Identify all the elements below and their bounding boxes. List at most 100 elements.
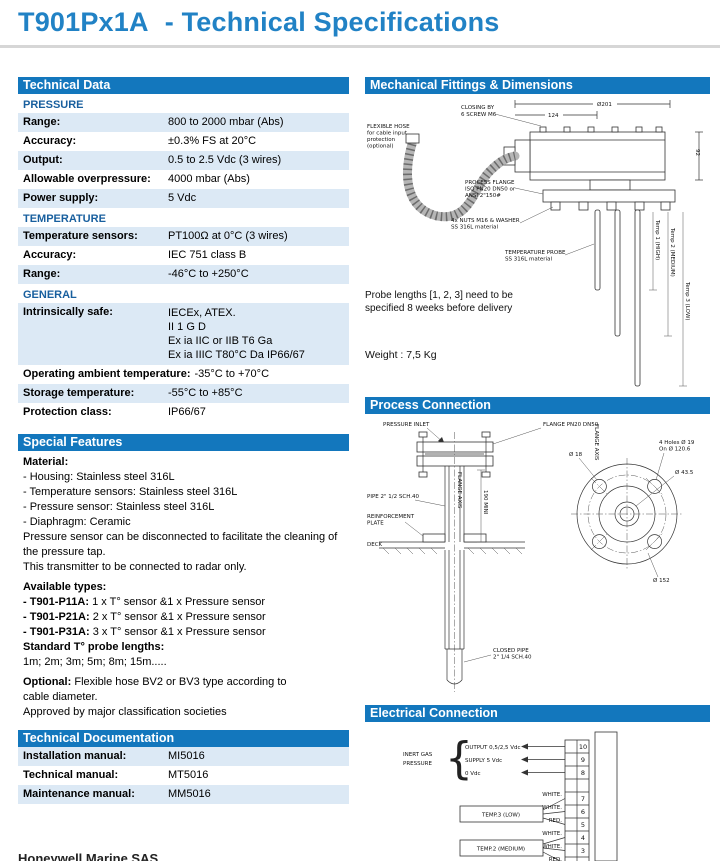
- terminal-number: 7: [581, 795, 585, 803]
- row-label: Accuracy:: [23, 249, 77, 261]
- terminal-number: 5: [581, 821, 585, 829]
- mechanical-drawing: Ø201 124 CLOSING BY 6 SCREW M6: [367, 100, 703, 387]
- hose-label-line: (optional): [367, 144, 394, 150]
- material-item: - Housing: Stainless steel 316L: [23, 471, 175, 483]
- cleaning-note: Pressure sensor can be disconnected to f…: [23, 531, 338, 558]
- pipe-section: FLANGE AXIS: [444, 432, 465, 692]
- reinforcement-label-line: PLATE: [367, 521, 384, 527]
- dim-diameter-label: Ø201: [597, 101, 612, 108]
- process-flange-section: [542, 179, 676, 211]
- process-flange-label: PROCESS FLANGE ISO PN20 DN50 or ANSI 2"1…: [465, 180, 544, 199]
- hose-label-line: for cable input: [367, 131, 408, 137]
- row-label: Allowable overpressure:: [23, 173, 151, 185]
- flange-top-view: [571, 458, 683, 570]
- closing-label-line: 6 SCREW M6: [461, 112, 497, 118]
- dimension-width: 124: [515, 111, 598, 119]
- row-label: Maintenance manual:: [23, 788, 135, 800]
- technical-documentation-header: Technical Documentation: [18, 730, 349, 747]
- type-item: - T901-P21A: 2 x T° sensor &1 x Pressure…: [23, 610, 349, 625]
- table-row: Range:-46°C to +250°C: [18, 265, 349, 284]
- reinforcement-label-line: REINFORCEMENT: [367, 514, 415, 520]
- electrical-connection-drawing: 10 9 8 7 6 5 4 3 2: [403, 731, 618, 861]
- type-desc: 2 x T° sensor &1 x Pressure sensor: [92, 611, 266, 623]
- special-features-header: Special Features: [18, 434, 349, 451]
- table-row: Protection class:IP66/67: [18, 403, 349, 422]
- table-row: Power supply:5 Vdc: [18, 189, 349, 208]
- type-model: - T901-P31A:: [23, 626, 90, 638]
- temp1-label: Temp 1 (HIGH): [654, 219, 660, 260]
- row-label: Range:: [23, 268, 61, 280]
- table-row: Accuracy: IEC 751 class B: [18, 246, 349, 265]
- wire-color-label: RED.: [549, 857, 563, 861]
- probe-note-line: Probe lengths [1, 2, 3] need to be: [365, 290, 513, 301]
- temperature-table: Temperature sensors: PT100Ω at 0°C (3 wir…: [18, 227, 349, 284]
- terminal-number: 9: [581, 756, 585, 764]
- type-model: - T901-P11A:: [23, 596, 90, 608]
- terminal-number: 10: [579, 743, 587, 751]
- hose-label-line: FLEXIBLE HOSE: [367, 124, 410, 130]
- probe-label-line: SS 316L material: [505, 257, 552, 263]
- row-label: Range:: [23, 116, 61, 128]
- temperature-probes: [594, 209, 641, 387]
- row-value: -35°C to +70°C: [194, 368, 270, 380]
- inert-gas-label-line: PRESSURE: [403, 761, 432, 767]
- flange-axis-label: FLANGE AXIS: [593, 424, 599, 461]
- reinforcement-label: REINFORCEMENT PLATE: [367, 514, 424, 537]
- radar-note: This transmitter to be connected to rada…: [23, 561, 247, 573]
- type-item: - T901-P31A: 3 x T° sensor &1 x Pressure…: [23, 625, 349, 640]
- holes-label-line: On Ø 120.6: [659, 446, 691, 453]
- row-value: PT100Ω at 0°C (3 wires): [168, 230, 288, 242]
- technical-data-header: Technical Data: [18, 77, 349, 94]
- nuts-label: 4x NUTS M16 & WASHER SS 316L material: [451, 206, 554, 231]
- temperature-probe-label: TEMPERATURE PROBE SS 316L material: [504, 243, 595, 263]
- flange-cross-section: [416, 431, 494, 478]
- table-row: Allowable overpressure:4000 mbar (Abs): [18, 170, 349, 189]
- title-divider: [0, 45, 720, 48]
- output-label: OUTPUT 0,5/2,5 Vdc: [465, 745, 521, 751]
- deck-label-text: DECK: [367, 542, 383, 548]
- row-label: Installation manual:: [23, 750, 127, 762]
- table-row: Accuracy:±0.3% FS at 20°C: [18, 132, 349, 151]
- terminal-number: 8: [581, 769, 585, 777]
- general-subheader: GENERAL: [23, 289, 77, 301]
- deck-section: [379, 533, 525, 555]
- dim-width-label: 124: [548, 113, 559, 119]
- deck-label: DECK: [367, 542, 383, 548]
- wire-color-label: WHITE.: [542, 831, 562, 837]
- table-row: Range: 800 to 2000 mbar (Abs): [18, 113, 349, 132]
- pressure-subheader: PRESSURE: [23, 99, 84, 111]
- temp2-circuit: WHITE. WHITE. RED. TEMP.2 (MEDIUM): [459, 831, 566, 861]
- min-height-dimension: 190 MINI: [477, 469, 488, 543]
- intrinsically-safe-line: Ex ia IIIC T80°C Da IP66/67: [168, 349, 305, 361]
- intrinsically-safe-line: II 1 G D: [168, 321, 206, 333]
- row-value: IEC 751 class B: [168, 249, 247, 261]
- wire-color-label: WHITE.: [542, 792, 562, 798]
- row-value: 800 to 2000 mbar (Abs): [168, 116, 284, 128]
- pipe-label: PIPE 2" 1/2 SCH.40: [367, 494, 446, 507]
- small-dim-label: Ø 18: [569, 451, 583, 458]
- row-label: Temperature sensors:: [23, 230, 138, 242]
- supply-label: SUPPLY 5 Vdc: [465, 758, 502, 764]
- flexible-hose: [403, 133, 520, 222]
- terminal-number: 3: [581, 847, 585, 855]
- closed-pipe-label: CLOSED PIPE 2" 1/4 SCH.40: [463, 648, 532, 663]
- enclosure-outline: [594, 731, 618, 861]
- closed-pipe-label-line: CLOSED PIPE: [493, 648, 529, 654]
- row-value: 5 Vdc: [168, 192, 197, 204]
- pressure-inlet-label: PRESSURE INLET: [383, 422, 445, 445]
- closing-screws-label: CLOSING BY 6 SCREW M6: [461, 105, 542, 127]
- transmitter-housing: [503, 126, 666, 181]
- terminal-number: 6: [581, 808, 585, 816]
- optional-note: Optional: Flexible hose BV2 or BV3 type …: [23, 675, 299, 705]
- process-connection-drawing: PRESSURE INLET FLANGE PN20 DN50: [367, 422, 695, 692]
- probe-lengths-label: Standard T° probe lengths:: [23, 641, 165, 653]
- pipe-label-text: PIPE 2" 1/2 SCH.40: [367, 494, 419, 500]
- row-label: Protection class:: [23, 406, 112, 418]
- weight-note: Weight : 7,5 Kg: [365, 349, 437, 361]
- row-value: MI5016: [168, 750, 205, 762]
- type-item: - T901-P11A: 1 x T° sensor &1 x Pressure…: [23, 595, 349, 610]
- probe-note-line: specified 8 weeks before delivery: [365, 303, 513, 314]
- inert-gas-label-line: INERT GAS: [403, 752, 433, 758]
- dimension-diameter: Ø201: [514, 100, 671, 108]
- flange-axis-label: FLANGE AXIS: [456, 472, 462, 509]
